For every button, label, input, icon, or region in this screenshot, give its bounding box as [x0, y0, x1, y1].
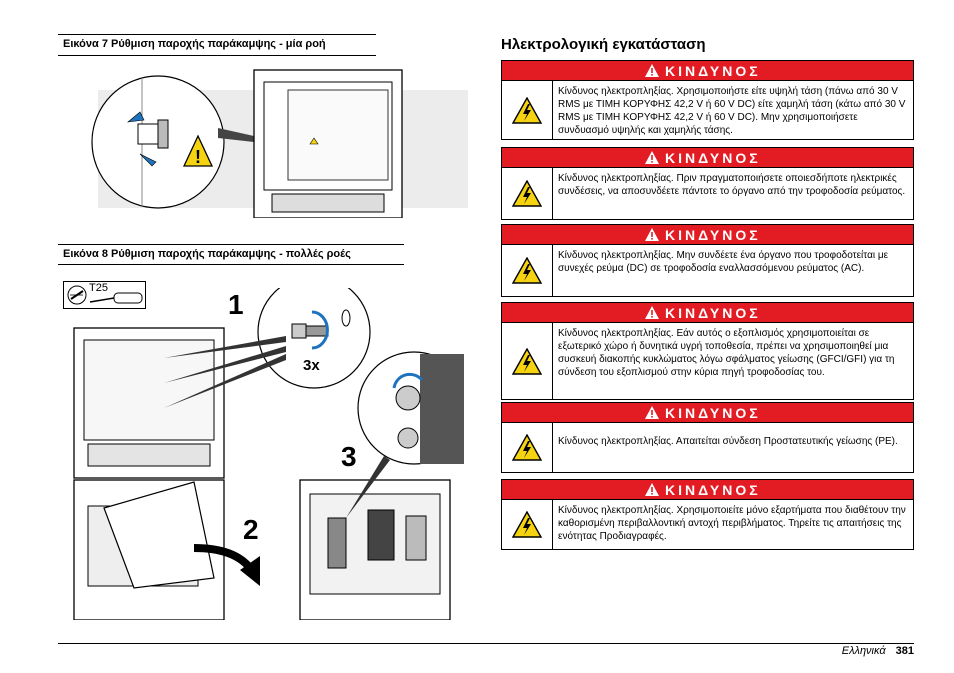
warning-box: ΚΙΝΔΥΝΟΣ Κίνδυνος ηλεκτροπληξίας. Πριν π…	[501, 147, 914, 220]
warning-box: ΚΙΝΔΥΝΟΣ Κίνδυνος ηλεκτροπληξίας. Χρησιμ…	[501, 60, 914, 140]
figure7-title: Εικόνα 7 Ρύθμιση παροχής παράκαμψης - μί…	[63, 38, 326, 50]
electric-shock-icon	[502, 423, 553, 472]
figure8-illustration	[73, 288, 464, 620]
warning-triangle-icon	[645, 151, 659, 164]
warning-triangle-icon	[645, 483, 659, 496]
warning-box: ΚΙΝΔΥΝΟΣ Κίνδυνος ηλεκτροπληξίας. Εάν αυ…	[501, 302, 914, 400]
figure7-top-rule	[58, 34, 376, 35]
tool-label: T25	[89, 282, 108, 294]
svg-text:!: !	[195, 147, 201, 167]
warning-text: Κίνδυνος ηλεκτροπληξίας. Πριν πραγματοπο…	[558, 173, 906, 197]
figure8-top-rule	[58, 244, 404, 245]
footer-language: Ελληνικά	[841, 645, 886, 657]
warning-text: Κίνδυνος ηλεκτροπληξίας. Απαιτείται σύνδ…	[558, 436, 898, 447]
warning-text: Κίνδυνος ηλεκτροπληξίας. Χρησιμοποιήστε …	[558, 86, 906, 136]
warning-triangle-icon	[645, 406, 659, 419]
figure7-illustration: !	[91, 69, 468, 218]
warning-triangle-icon	[645, 228, 659, 241]
warning-heading: ΚΙΝΔΥΝΟΣ	[502, 480, 913, 500]
electric-shock-icon	[502, 245, 553, 296]
electric-shock-icon	[502, 500, 553, 549]
screwdriver-icon	[89, 292, 143, 304]
figure8-bottom-rule	[58, 264, 404, 265]
section-title: Ηλεκτρολογική εγκατάσταση	[501, 36, 706, 53]
warning-heading: ΚΙΝΔΥΝΟΣ	[502, 148, 913, 168]
tool-icon	[67, 285, 87, 305]
tool-box: T25	[63, 281, 146, 309]
footer-rule	[58, 643, 914, 644]
figure8-title: Εικόνα 8 Ρύθμιση παροχής παράκαμψης - πο…	[63, 248, 351, 260]
electric-shock-icon	[502, 81, 553, 139]
figure7-bottom-rule	[58, 55, 376, 56]
warning-text: Κίνδυνος ηλεκτροπληξίας. Χρησιμοποιείτε …	[558, 505, 906, 542]
step-1-label: 1	[228, 289, 244, 320]
warning-box: ΚΙΝΔΥΝΟΣ Κίνδυνος ηλεκτροπληξίας. Απαιτε…	[501, 402, 914, 473]
repeat-label: 3x	[303, 357, 320, 374]
footer: Ελληνικά 381	[842, 645, 914, 657]
warning-heading: ΚΙΝΔΥΝΟΣ	[502, 403, 913, 423]
warning-triangle-icon	[645, 64, 659, 77]
warning-heading: ΚΙΝΔΥΝΟΣ	[502, 303, 913, 323]
warning-box: ΚΙΝΔΥΝΟΣ Κίνδυνος ηλεκτροπληξίας. Χρησιμ…	[501, 479, 914, 550]
page-number: 381	[895, 645, 914, 657]
warning-heading: ΚΙΝΔΥΝΟΣ	[502, 61, 913, 81]
warning-heading: ΚΙΝΔΥΝΟΣ	[502, 225, 913, 245]
warning-text: Κίνδυνος ηλεκτροπληξίας. Μην συνδέετε έν…	[558, 250, 889, 274]
electric-shock-icon	[502, 323, 553, 399]
electric-shock-icon	[502, 168, 553, 219]
step-3-label: 3	[341, 441, 357, 472]
step-2-label: 2	[243, 514, 259, 545]
warning-triangle-icon	[645, 306, 659, 319]
warning-box: ΚΙΝΔΥΝΟΣ Κίνδυνος ηλεκτροπληξίας. Μην συ…	[501, 224, 914, 297]
warning-text: Κίνδυνος ηλεκτροπληξίας. Εάν αυτός ο εξο…	[558, 328, 895, 378]
